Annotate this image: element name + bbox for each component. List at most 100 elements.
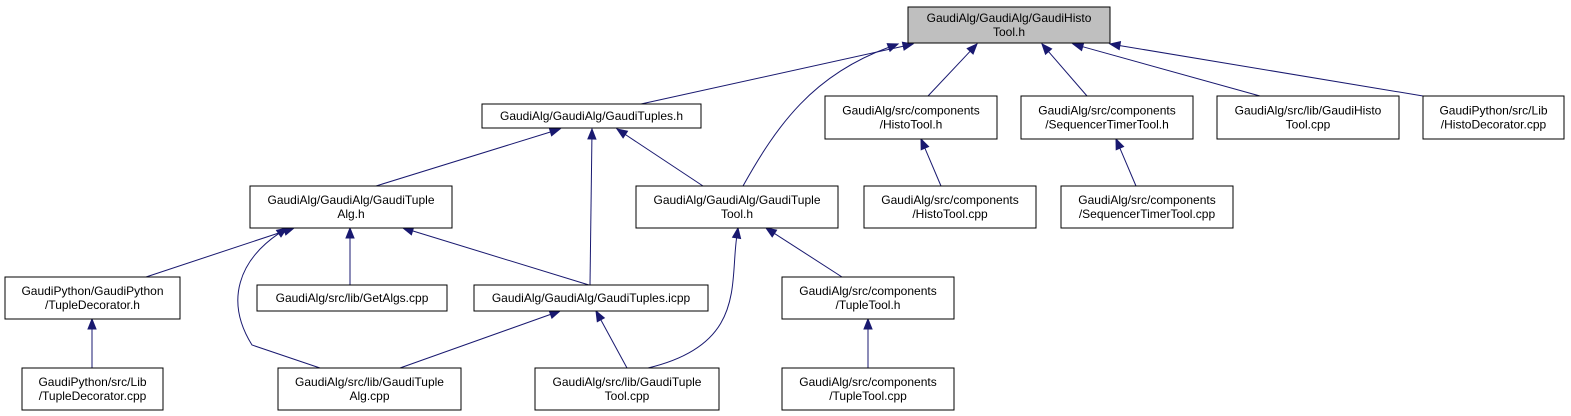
edge-n4-to-n0 xyxy=(1071,42,1261,97)
node-label: /HistoTool.cpp xyxy=(912,207,988,221)
node-label: /TupleTool.h xyxy=(836,298,901,312)
edge-line xyxy=(1119,45,1424,97)
edge-arrowhead xyxy=(920,137,930,151)
edge-n7-to-n1 xyxy=(615,128,704,187)
graph-node-n9[interactable]: GaudiAlg/src/components/SequencerTimerTo… xyxy=(1060,185,1234,229)
node-box xyxy=(781,276,955,320)
edge-n3-to-n0 xyxy=(1041,42,1088,97)
node-label: GaudiAlg/src/lib/GaudiTuple xyxy=(553,375,702,389)
edge-line xyxy=(774,232,843,278)
node-label: /SequencerTimerTool.cpp xyxy=(1079,207,1216,221)
edge-n6-to-n1 xyxy=(375,127,562,187)
edge-arrowhead xyxy=(275,227,289,238)
node-label: GaudiAlg/src/components xyxy=(799,284,936,298)
graph-node-n13[interactable]: GaudiAlg/src/components/TupleTool.h xyxy=(781,276,955,320)
node-label: GaudiAlg/src/lib/GaudiTuple xyxy=(295,375,444,389)
edge-n11-to-n6 xyxy=(345,226,355,285)
node-box xyxy=(473,284,709,312)
node-box xyxy=(1216,95,1400,140)
edge-line xyxy=(640,45,904,105)
graph-node-n8[interactable]: GaudiAlg/src/components/HistoTool.cpp xyxy=(863,185,1037,229)
edge-arrowhead xyxy=(1041,42,1053,56)
edge-n14-to-n10 xyxy=(87,317,97,368)
node-label: GaudiAlg/GaudiAlg/GaudiTuple xyxy=(654,193,821,207)
node-box xyxy=(481,103,702,129)
edge-line xyxy=(399,313,551,369)
node-label: /TupleTool.cpp xyxy=(829,389,907,403)
edge-n7-to-n0 xyxy=(742,43,900,187)
graph-node-n12[interactable]: GaudiAlg/GaudiAlg/GaudiTuples.icpp xyxy=(473,284,709,312)
graph-node-n5[interactable]: GaudiPython/src/Lib/HistoDecorator.cpp xyxy=(1422,95,1565,140)
node-label: GaudiAlg/src/components xyxy=(842,104,979,118)
node-box xyxy=(4,276,181,320)
edge-arrowhead xyxy=(764,227,778,238)
node-label: GaudiAlg/GaudiAlg/GaudiTuples.h xyxy=(500,109,683,123)
edge-arrowhead xyxy=(548,127,562,137)
node-label: GaudiAlg/src/components xyxy=(881,193,1018,207)
node-box xyxy=(277,367,462,411)
edge-line xyxy=(1082,46,1261,97)
edge-arrowhead xyxy=(345,226,355,239)
node-label: Tool.cpp xyxy=(1286,118,1331,132)
node-label: /HistoDecorator.cpp xyxy=(1441,118,1547,132)
edge-line xyxy=(412,230,590,286)
node-label: GaudiPython/src/Lib xyxy=(38,375,146,389)
edge-line xyxy=(742,46,889,187)
edge-line xyxy=(375,131,551,187)
node-box xyxy=(863,185,1037,229)
node-label: GaudiAlg/src/lib/GaudiHisto xyxy=(1235,104,1382,118)
graph-node-n2[interactable]: GaudiAlg/src/components/HistoTool.h xyxy=(824,95,998,140)
graph-node-n14[interactable]: GaudiPython/src/Lib/TupleDecorator.cpp xyxy=(21,367,164,411)
node-label: Alg.h xyxy=(337,207,364,221)
graph-node-n1[interactable]: GaudiAlg/GaudiAlg/GaudiTuples.h xyxy=(481,103,702,129)
edge-n1-to-n0 xyxy=(640,41,915,105)
node-label: /TupleDecorator.h xyxy=(45,298,140,312)
node-label: Tool.cpp xyxy=(605,389,650,403)
graph-node-n11[interactable]: GaudiAlg/src/lib/GetAlgs.cpp xyxy=(256,284,448,312)
graph-nodes: GaudiAlg/GaudiAlg/GaudiHistoTool.hGaudiA… xyxy=(4,6,1565,411)
edge-n15-to-n6 xyxy=(237,227,321,369)
edge-n16-to-n12 xyxy=(595,309,628,369)
edge-arrowhead xyxy=(595,309,606,323)
edge-line xyxy=(600,319,628,369)
edge-n13-to-n7 xyxy=(764,227,843,278)
edge-line xyxy=(1048,51,1088,97)
node-box xyxy=(256,284,448,312)
graph-node-n3[interactable]: GaudiAlg/src/components/SequencerTimerTo… xyxy=(1020,95,1194,140)
edge-arrowhead xyxy=(1115,137,1125,151)
node-label: Alg.cpp xyxy=(349,389,389,403)
node-label: Tool.h xyxy=(721,207,753,221)
node-label: GaudiAlg/GaudiAlg/GaudiTuples.icpp xyxy=(492,291,691,305)
edge-arrowhead xyxy=(87,317,97,330)
node-box xyxy=(21,367,164,411)
edge-arrowhead xyxy=(1071,42,1085,52)
edge-n15-to-n12 xyxy=(399,310,562,369)
node-box xyxy=(1422,95,1565,140)
graph-node-n17[interactable]: GaudiAlg/src/components/TupleTool.cpp xyxy=(781,367,955,411)
node-label: GaudiAlg/src/components xyxy=(799,375,936,389)
node-box xyxy=(249,185,453,229)
node-label: GaudiPython/GaudiPython xyxy=(21,284,163,298)
edge-line xyxy=(145,230,285,278)
edge-arrowhead xyxy=(886,43,900,53)
edge-n12-to-n1 xyxy=(587,127,597,286)
node-label: /TupleDecorator.cpp xyxy=(39,389,147,403)
edge-arrowhead xyxy=(1108,41,1122,51)
edge-n2-to-n0 xyxy=(927,43,978,97)
edge-line xyxy=(1119,148,1137,187)
edge-line xyxy=(237,233,321,369)
node-label: GaudiAlg/src/lib/GetAlgs.cpp xyxy=(276,291,429,305)
edge-arrowhead xyxy=(863,317,873,330)
node-label: GaudiAlg/GaudiAlg/GaudiTuple xyxy=(268,193,435,207)
graph-node-n10[interactable]: GaudiPython/GaudiPython/TupleDecorator.h xyxy=(4,276,181,320)
node-box xyxy=(1020,95,1194,140)
edge-arrowhead xyxy=(966,43,978,55)
edge-n9-to-n3 xyxy=(1115,137,1137,187)
node-box xyxy=(907,6,1111,44)
